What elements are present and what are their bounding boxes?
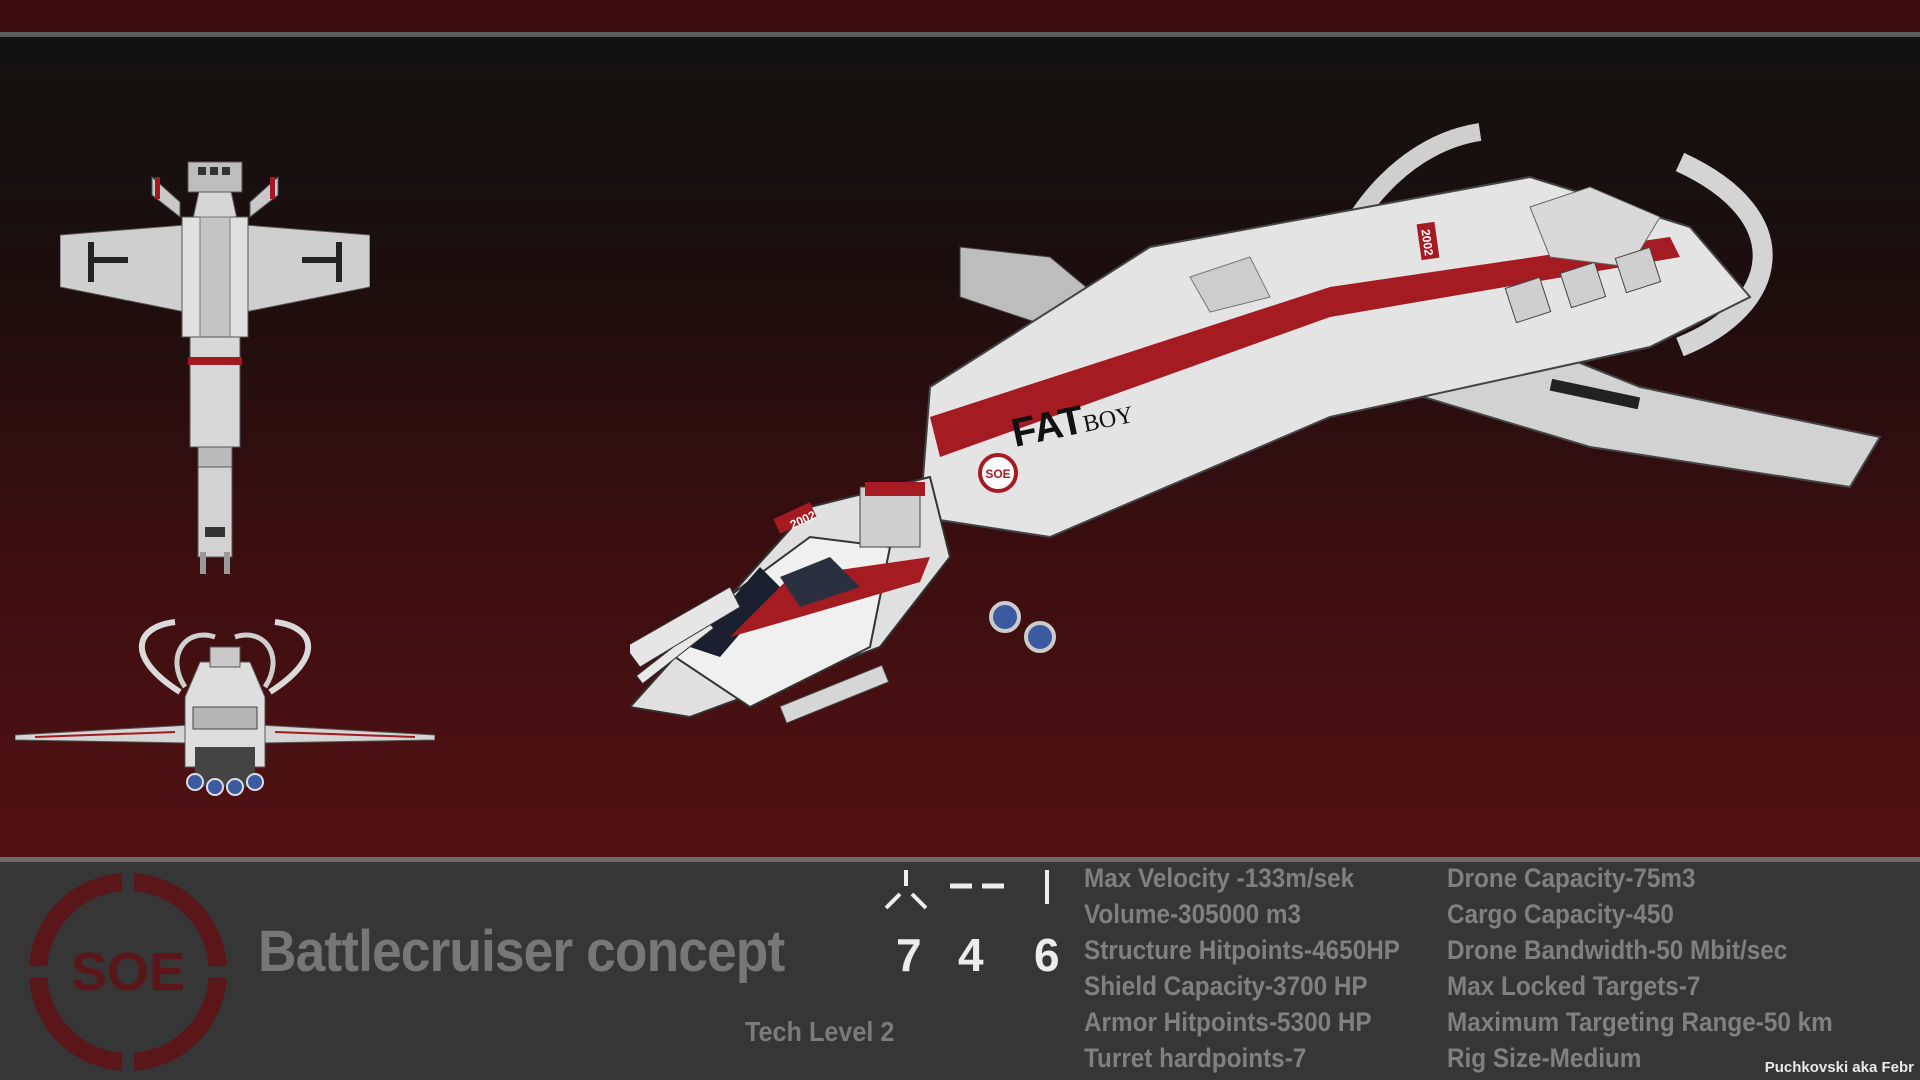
hull-badge-text: SOE [985, 467, 1010, 481]
soe-logo-text: SOE [71, 942, 185, 1002]
stat-cargo-capacity: Cargo Capacity-450 [1447, 899, 1674, 929]
stat-drone-capacity: Drone Capacity-75m3 [1447, 863, 1696, 893]
stat-shield-capacity: Shield Capacity-3700 HP [1084, 971, 1368, 1001]
top-divider [0, 32, 1920, 37]
ship-perspective-view: SOE FAT BOY 2002 2002 [630, 123, 1882, 724]
author-credit: Puchkovski aka Febr [1764, 1059, 1914, 1076]
page-title: Battlecruiser concept [258, 919, 785, 984]
stat-rig-size: Rig Size-Medium [1447, 1043, 1642, 1073]
ship-top-view [60, 161, 370, 574]
mid-slot-icon [950, 883, 1004, 889]
stat-armor-hitpoints: Armor Hitpoints-5300 HP [1084, 1007, 1372, 1037]
soe-emblem-icon: SOE [28, 872, 228, 1072]
stat-max-targeting-range: Maximum Targeting Range-50 km [1447, 1007, 1833, 1037]
stat-drone-bandwidth: Drone Bandwidth-50 Mbit/sec [1447, 935, 1788, 965]
stat-volume: Volume-305000 m3 [1084, 899, 1302, 929]
high-slot-count: 7 [896, 929, 922, 981]
soe-hull-badge [978, 453, 1018, 493]
stat-structure-hitpoints: Structure Hitpoints-4650HP [1084, 935, 1400, 965]
low-slot-icon [1045, 870, 1049, 904]
stats-list-right: Drone Capacity-75m3 Cargo Capacity-450 D… [1447, 860, 1876, 1076]
high-slot-icon [884, 870, 928, 910]
stat-max-velocity: Max Velocity -133m/sek [1084, 863, 1355, 893]
info-panel [0, 862, 1920, 1080]
panel-divider [0, 857, 1920, 862]
hull-serial-rear: 2002 [1418, 228, 1436, 257]
low-slot-count: 6 [1034, 929, 1060, 981]
top-band [0, 0, 1920, 32]
tech-level: Tech Level 2 [745, 1016, 895, 1047]
mid-slot-count: 4 [958, 929, 984, 981]
stat-max-locked-targets: Max Locked Targets-7 [1447, 971, 1701, 1001]
stats-list-left: Max Velocity -133m/sek Volume-305000 m3 … [1084, 860, 1435, 1076]
render-viewport: SOE FAT BOY 2002 2002 [0, 37, 1920, 857]
stat-turret-hardpoints: Turret hardpoints-7 [1084, 1043, 1307, 1073]
ship-rear-view [15, 619, 435, 796]
